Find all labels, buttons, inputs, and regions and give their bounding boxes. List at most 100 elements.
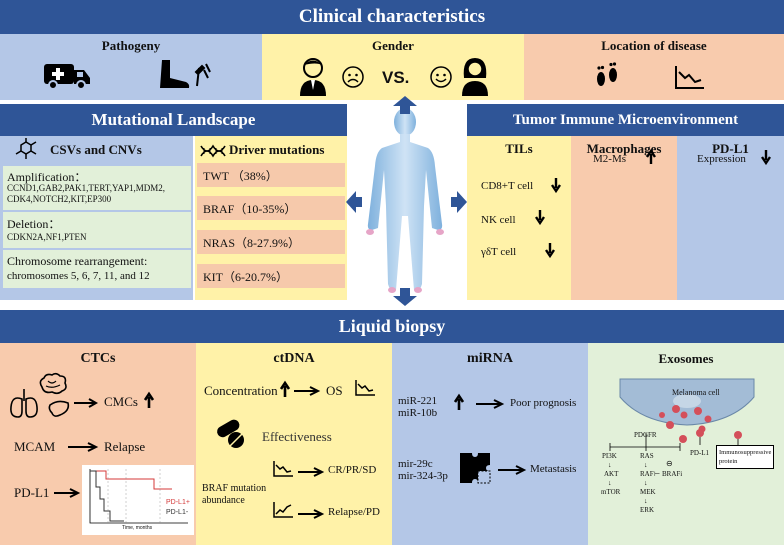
mcam-right-arrow bbox=[68, 442, 99, 452]
pathogeny-panel: Pathogeny bbox=[0, 34, 262, 100]
result-relapse-pd: Relapse/PD bbox=[328, 506, 380, 518]
ras-label: RAS bbox=[640, 452, 654, 460]
pdl1-ctc-label: PD-L1 bbox=[14, 485, 50, 500]
mirna-right-arrow-1 bbox=[476, 399, 505, 409]
liquid-header: Liquid biopsy bbox=[0, 310, 784, 343]
cmcs-label: CMCs bbox=[104, 394, 138, 409]
tils-gdt: γδT cell bbox=[481, 246, 517, 258]
expression-down-arrow-icon bbox=[761, 150, 771, 166]
pathway-lines bbox=[609, 429, 742, 451]
macrophage-panel: Macrophages M2-Ms bbox=[571, 136, 677, 300]
raf-label: RAF bbox=[640, 470, 654, 478]
macrophage-label: Macrophages bbox=[586, 141, 662, 156]
mek-label: MEK bbox=[640, 488, 656, 496]
ambulance-icon bbox=[44, 64, 90, 90]
tils-label: TILs bbox=[505, 141, 533, 156]
pdgfr-label: PDGFR bbox=[634, 431, 657, 439]
legend-pdl1-neg: PD-L1- bbox=[166, 509, 189, 516]
arrow-down-icon bbox=[393, 288, 417, 306]
driver-nras: NRAS（8-27.9%） bbox=[197, 230, 345, 254]
female-icon bbox=[462, 58, 488, 96]
inhibit-circle-icon: ⊖ bbox=[666, 459, 673, 468]
cmcs-up-arrow-icon bbox=[143, 391, 155, 408]
location-panel: Location of disease bbox=[524, 34, 784, 100]
gdt-down-arrow-icon bbox=[545, 243, 555, 259]
metastasis-label: Metastasis bbox=[530, 463, 577, 475]
gender-panel: Gender VS. bbox=[262, 34, 524, 100]
deletion-genes: CDKN2A,NF1,PTEN bbox=[7, 232, 87, 242]
legend-pdl1-pos: PD-L1+ bbox=[166, 499, 190, 506]
vs-label: VS. bbox=[382, 68, 410, 87]
mtor-label: mTOR bbox=[601, 488, 621, 496]
os-decline-icon bbox=[355, 380, 375, 396]
lungs-icon bbox=[10, 389, 38, 418]
exosomes-title: Exosomes bbox=[658, 351, 714, 366]
male-icon bbox=[300, 58, 326, 96]
braf-rise-icon bbox=[273, 502, 293, 518]
brafi-label: BRAFi bbox=[662, 470, 683, 478]
amplification-label: Amplification： bbox=[7, 170, 87, 184]
erk-label: ERK bbox=[640, 506, 654, 514]
braf-decline-icon bbox=[273, 461, 293, 477]
mirna-right-arrow-2 bbox=[498, 465, 527, 475]
ctdna-title: ctDNA bbox=[273, 351, 315, 366]
concentration-label: Concentration bbox=[204, 383, 278, 398]
pathogeny-label: Pathogeny bbox=[101, 38, 161, 53]
dna-icon bbox=[200, 144, 226, 158]
immuno-box: Immunosuppressive protein bbox=[716, 445, 774, 469]
m2-up-arrow-icon bbox=[646, 148, 656, 164]
result-cr-pr-sd: CR/PR/SD bbox=[328, 464, 377, 476]
arrow-up-icon bbox=[393, 96, 417, 114]
ras-arrow: ↓ bbox=[644, 461, 648, 469]
arrow-left-icon bbox=[346, 191, 362, 213]
mirna-down-1: mir-29c bbox=[398, 458, 433, 470]
exosomes-panel: Exosomes Melanoma cell PDGFR PI3K ↓ AKT … bbox=[588, 343, 784, 545]
csv-title-bar: CSVs and CNVs bbox=[0, 136, 193, 164]
deletion-label: Deletion： bbox=[7, 217, 61, 231]
mcam-label: MCAM bbox=[14, 439, 56, 454]
liver-icon bbox=[48, 400, 70, 417]
amplification-genes-1: CCND1,GAB2,PAK1,TERT,YAP1,MDM2, bbox=[7, 183, 165, 193]
driver-braf: BRAF（10-35%） bbox=[197, 196, 345, 220]
amplification-genes-2: CDK4,NOTCH2,KIT,EP300 bbox=[7, 194, 112, 204]
deletion-box: Deletion： CDKN2A,NF1,PTEN bbox=[3, 212, 191, 248]
pi3k-arrow: ↓ bbox=[608, 461, 612, 469]
molecule-icon bbox=[15, 138, 37, 159]
braf-right-arrow-2 bbox=[298, 509, 325, 519]
akt-label: AKT bbox=[604, 470, 619, 478]
survival-curve-svg bbox=[89, 469, 188, 524]
braf-right-arrow-1 bbox=[298, 467, 325, 477]
foot-injury-icon bbox=[160, 60, 211, 88]
survival-axis-x: Time, months bbox=[122, 525, 153, 531]
happy-face-icon bbox=[430, 66, 452, 88]
brain-icon bbox=[39, 372, 67, 395]
braf-label-2: abundance bbox=[202, 495, 245, 506]
mirna-title: miRNA bbox=[467, 351, 513, 366]
driver-kit: KIT（6-20.7%） bbox=[197, 264, 345, 288]
clinical-header: Clinical characteristics bbox=[0, 0, 784, 34]
nk-down-arrow-icon bbox=[535, 210, 545, 226]
location-label: Location of disease bbox=[601, 38, 707, 53]
clinical-title: Clinical characteristics bbox=[298, 6, 486, 27]
pi3k-label: PI3K bbox=[602, 452, 617, 460]
puzzle-icon bbox=[460, 453, 491, 484]
relapse-label: Relapse bbox=[104, 439, 146, 454]
macrophage-m2: M2-Ms bbox=[593, 153, 627, 165]
pdl1-expression: Expression bbox=[697, 153, 746, 165]
gender-label: Gender bbox=[372, 38, 414, 53]
mutational-title: Mutational Landscape bbox=[91, 110, 256, 129]
ctcs-panel: CTCs CMCs MCAM Relapse PD-L1 PD-L1+ PD-L… bbox=[0, 343, 196, 545]
pdl1-right-arrow bbox=[54, 488, 81, 498]
raf-arrow: ↓ bbox=[644, 479, 648, 487]
rearrangement-box: Chromosome rearrangement: chromosomes 5,… bbox=[3, 250, 191, 288]
ctcs-title: CTCs bbox=[80, 351, 116, 366]
mirna-panel: miRNA miR-221 miR-10b Poor prognosis mir… bbox=[392, 343, 588, 545]
decline-chart-icon bbox=[675, 66, 704, 89]
effectiveness-label: Effectiveness bbox=[262, 429, 332, 444]
mirna-down-2: mir-324-3p bbox=[398, 470, 448, 482]
pdl1-panel: PD-L1 Expression bbox=[677, 136, 784, 300]
mek-arrow: ↓ bbox=[644, 497, 648, 505]
poor-prognosis-label: Poor prognosis bbox=[510, 397, 577, 409]
akt-arrow: ↓ bbox=[608, 479, 612, 487]
ctcs-right-arrow-1 bbox=[74, 398, 99, 408]
